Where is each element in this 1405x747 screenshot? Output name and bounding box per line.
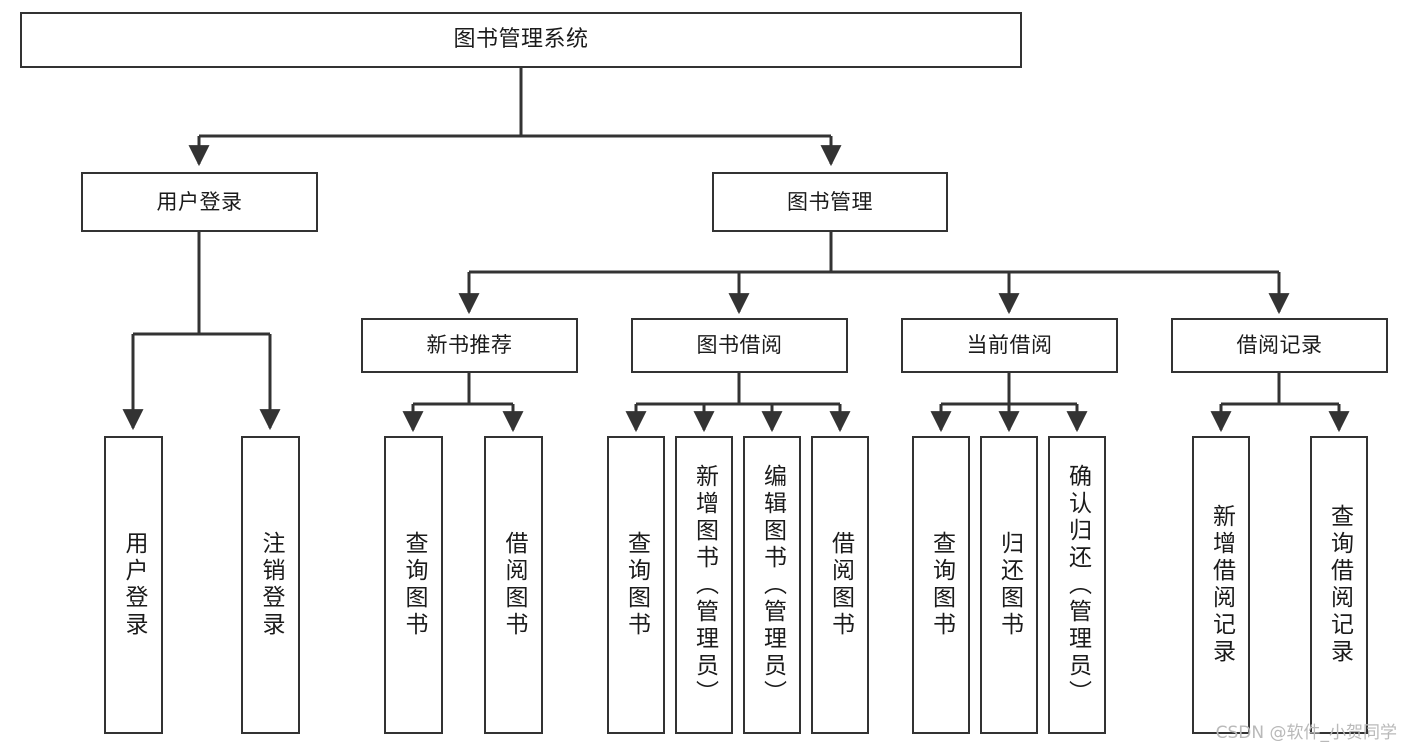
node-label: 新增借阅记录	[1208, 504, 1235, 666]
node-root-book-management-system[interactable]: 图书管理系统	[20, 12, 1022, 68]
leaf-book-borrow-add-book-admin[interactable]: 新增图书（管理员）	[675, 436, 733, 734]
leaf-new-book-borrow-book[interactable]: 借阅图书	[484, 436, 543, 734]
leaf-current-borrow-return-book[interactable]: 归还图书	[980, 436, 1038, 734]
leaf-borrow-record-query-record[interactable]: 查询借阅记录	[1310, 436, 1368, 734]
node-label: 图书管理系统	[453, 27, 589, 53]
node-label: 图书管理	[787, 189, 873, 214]
node-new-book-recommendation[interactable]: 新书推荐	[361, 318, 578, 373]
node-label: 查询借阅记录	[1326, 504, 1353, 666]
leaf-current-borrow-confirm-return-admin[interactable]: 确认归还（管理员）	[1048, 436, 1106, 734]
node-label: 注销登录	[258, 531, 284, 639]
leaf-user-login-login[interactable]: 用户登录	[104, 436, 163, 734]
leaf-user-login-logout[interactable]: 注销登录	[241, 436, 300, 734]
node-label: 新增图书（管理员）	[691, 463, 718, 707]
node-borrow-record[interactable]: 借阅记录	[1171, 318, 1388, 373]
node-label: 归还图书	[996, 531, 1023, 639]
node-user-login[interactable]: 用户登录	[81, 172, 318, 232]
node-label: 查询图书	[623, 531, 650, 639]
leaf-book-borrow-borrow-book[interactable]: 借阅图书	[811, 436, 869, 734]
node-label: 当前借阅	[966, 333, 1053, 358]
node-label: 借阅图书	[827, 531, 854, 639]
node-label: 编辑图书（管理员）	[759, 463, 786, 707]
node-label: 用户登录	[121, 531, 147, 639]
node-label: 确认归还（管理员）	[1064, 463, 1091, 707]
csdn-watermark: CSDN @软件_小贺同学	[1215, 723, 1397, 743]
node-label: 图书借阅	[696, 333, 783, 358]
leaf-book-borrow-edit-book-admin[interactable]: 编辑图书（管理员）	[743, 436, 801, 734]
node-label: 查询图书	[928, 531, 955, 639]
leaf-new-book-query-book[interactable]: 查询图书	[384, 436, 443, 734]
node-label: 借阅图书	[501, 531, 527, 639]
node-label: 查询图书	[401, 531, 427, 639]
node-label: 新书推荐	[426, 333, 513, 358]
node-label: 用户登录	[156, 189, 243, 214]
leaf-borrow-record-add-record[interactable]: 新增借阅记录	[1192, 436, 1250, 734]
node-label: 借阅记录	[1236, 333, 1323, 358]
leaf-current-borrow-query-book[interactable]: 查询图书	[912, 436, 970, 734]
leaf-book-borrow-query-book[interactable]: 查询图书	[607, 436, 665, 734]
node-book-borrow[interactable]: 图书借阅	[631, 318, 848, 373]
node-book-management[interactable]: 图书管理	[712, 172, 948, 232]
node-current-borrow[interactable]: 当前借阅	[901, 318, 1118, 373]
